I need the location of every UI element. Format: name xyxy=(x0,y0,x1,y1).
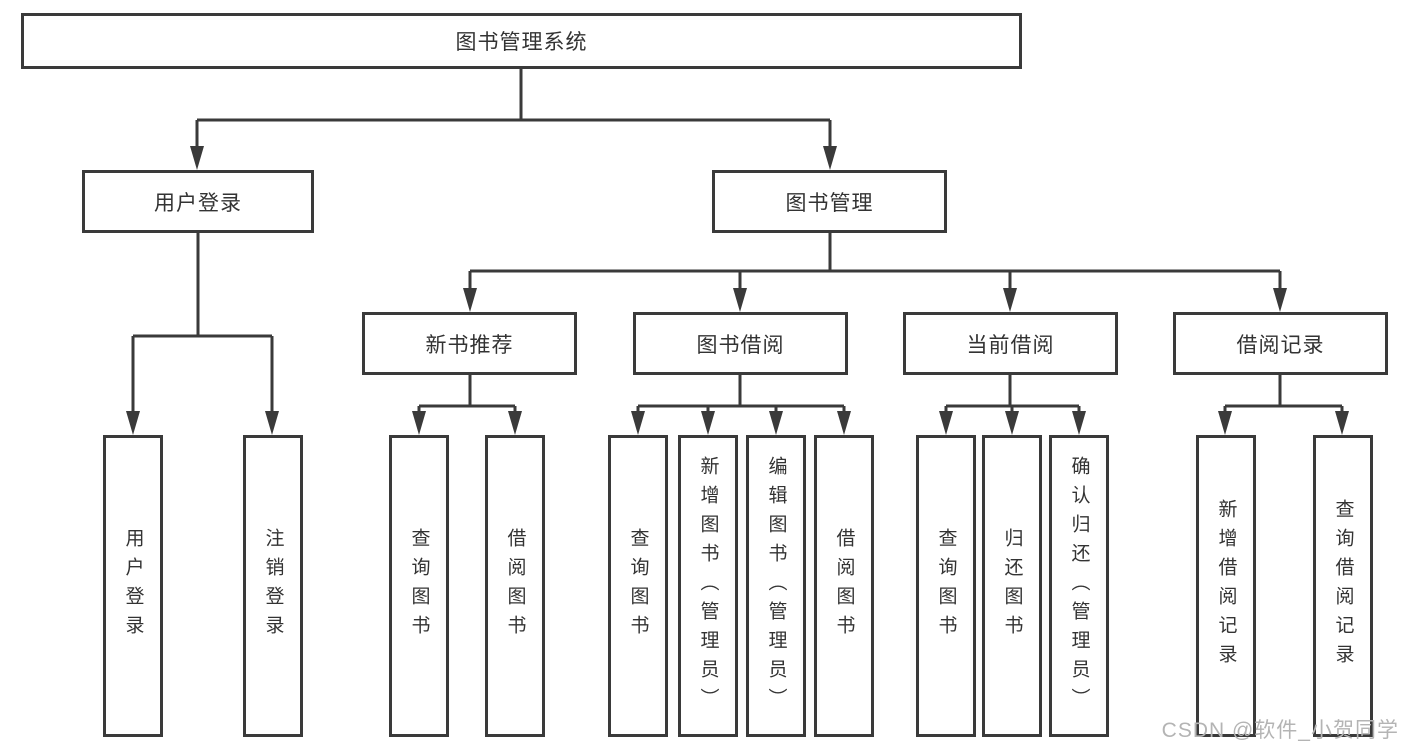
leaf-label: 新增借阅记录 xyxy=(1215,499,1237,673)
leaf-label: 编辑图书（管理员） xyxy=(765,455,787,717)
leaf-label: 查询图书 xyxy=(935,528,957,644)
node-label: 图书借阅 xyxy=(696,333,785,357)
leaf-borrow-books-borrowing: 借阅图书 xyxy=(814,435,874,737)
node-label: 新书推荐 xyxy=(425,333,514,357)
leaf-label: 借阅图书 xyxy=(833,528,855,644)
node-new-book-recommend: 新书推荐 xyxy=(362,312,577,375)
leaf-borrow-books-recommend: 借阅图书 xyxy=(485,435,545,737)
node-current-borrowing: 当前借阅 xyxy=(903,312,1118,375)
node-label: 当前借阅 xyxy=(966,333,1055,357)
node-label: 用户登录 xyxy=(154,191,242,215)
leaf-label: 查询借阅记录 xyxy=(1332,499,1354,673)
leaf-add-books-admin: 新增图书（管理员） xyxy=(678,435,738,737)
node-label: 图书管理系统 xyxy=(455,31,588,54)
leaf-label: 新增图书（管理员） xyxy=(697,455,719,717)
leaf-query-books-current: 查询图书 xyxy=(916,435,976,737)
leaf-query-books-recommend: 查询图书 xyxy=(389,435,449,737)
node-label: 图书管理 xyxy=(785,191,874,215)
leaf-label: 借阅图书 xyxy=(504,528,526,644)
arrowheads xyxy=(126,146,1349,435)
node-book-borrowing: 图书借阅 xyxy=(633,312,848,375)
leaf-label: 归还图书 xyxy=(1001,528,1023,644)
leaf-label: 查询图书 xyxy=(408,528,430,644)
node-root-system: 图书管理系统 xyxy=(21,13,1022,69)
leaf-logout-login: 注销登录 xyxy=(243,435,303,737)
leaf-confirm-return-admin: 确认归还（管理员） xyxy=(1049,435,1109,737)
leaf-return-books: 归还图书 xyxy=(982,435,1042,737)
leaf-query-borrow-record: 查询借阅记录 xyxy=(1313,435,1373,737)
leaf-add-borrow-record: 新增借阅记录 xyxy=(1196,435,1256,737)
leaf-label: 注销登录 xyxy=(262,528,284,644)
leaf-query-books-borrowing: 查询图书 xyxy=(608,435,668,737)
leaf-user-login: 用户登录 xyxy=(103,435,163,737)
node-user-login: 用户登录 xyxy=(82,170,314,233)
node-label: 借阅记录 xyxy=(1236,333,1325,357)
leaf-edit-books-admin: 编辑图书（管理员） xyxy=(746,435,806,737)
node-borrow-records: 借阅记录 xyxy=(1173,312,1388,375)
leaf-label: 确认归还（管理员） xyxy=(1068,455,1090,717)
leaf-label: 查询图书 xyxy=(627,528,649,644)
node-book-management: 图书管理 xyxy=(712,170,947,233)
leaf-label: 用户登录 xyxy=(122,528,144,644)
csdn-watermark: CSDN @软件_小贺同学 xyxy=(1161,719,1399,742)
